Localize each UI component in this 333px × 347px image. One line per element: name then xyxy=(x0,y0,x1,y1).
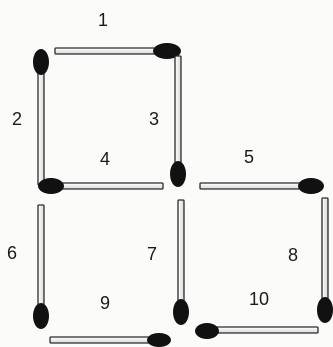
label-9: 9 xyxy=(100,293,110,313)
label-7: 7 xyxy=(147,244,157,264)
label-3: 3 xyxy=(149,109,159,129)
match-5[interactable] xyxy=(200,178,324,194)
label-1: 1 xyxy=(98,10,108,30)
label-2: 2 xyxy=(12,109,22,129)
label-4: 4 xyxy=(100,149,110,169)
match-2[interactable] xyxy=(33,49,49,185)
label-8: 8 xyxy=(288,245,298,265)
label-6: 6 xyxy=(7,243,17,263)
match-9[interactable] xyxy=(50,333,171,347)
label-10: 10 xyxy=(249,289,269,309)
match-8[interactable] xyxy=(317,198,333,323)
match-3[interactable] xyxy=(170,56,186,187)
label-5: 5 xyxy=(244,147,254,167)
match-6[interactable] xyxy=(33,205,49,329)
match-7[interactable] xyxy=(173,200,189,325)
match-10[interactable] xyxy=(195,323,318,339)
match-4[interactable] xyxy=(38,178,163,194)
match-1[interactable] xyxy=(55,43,181,59)
